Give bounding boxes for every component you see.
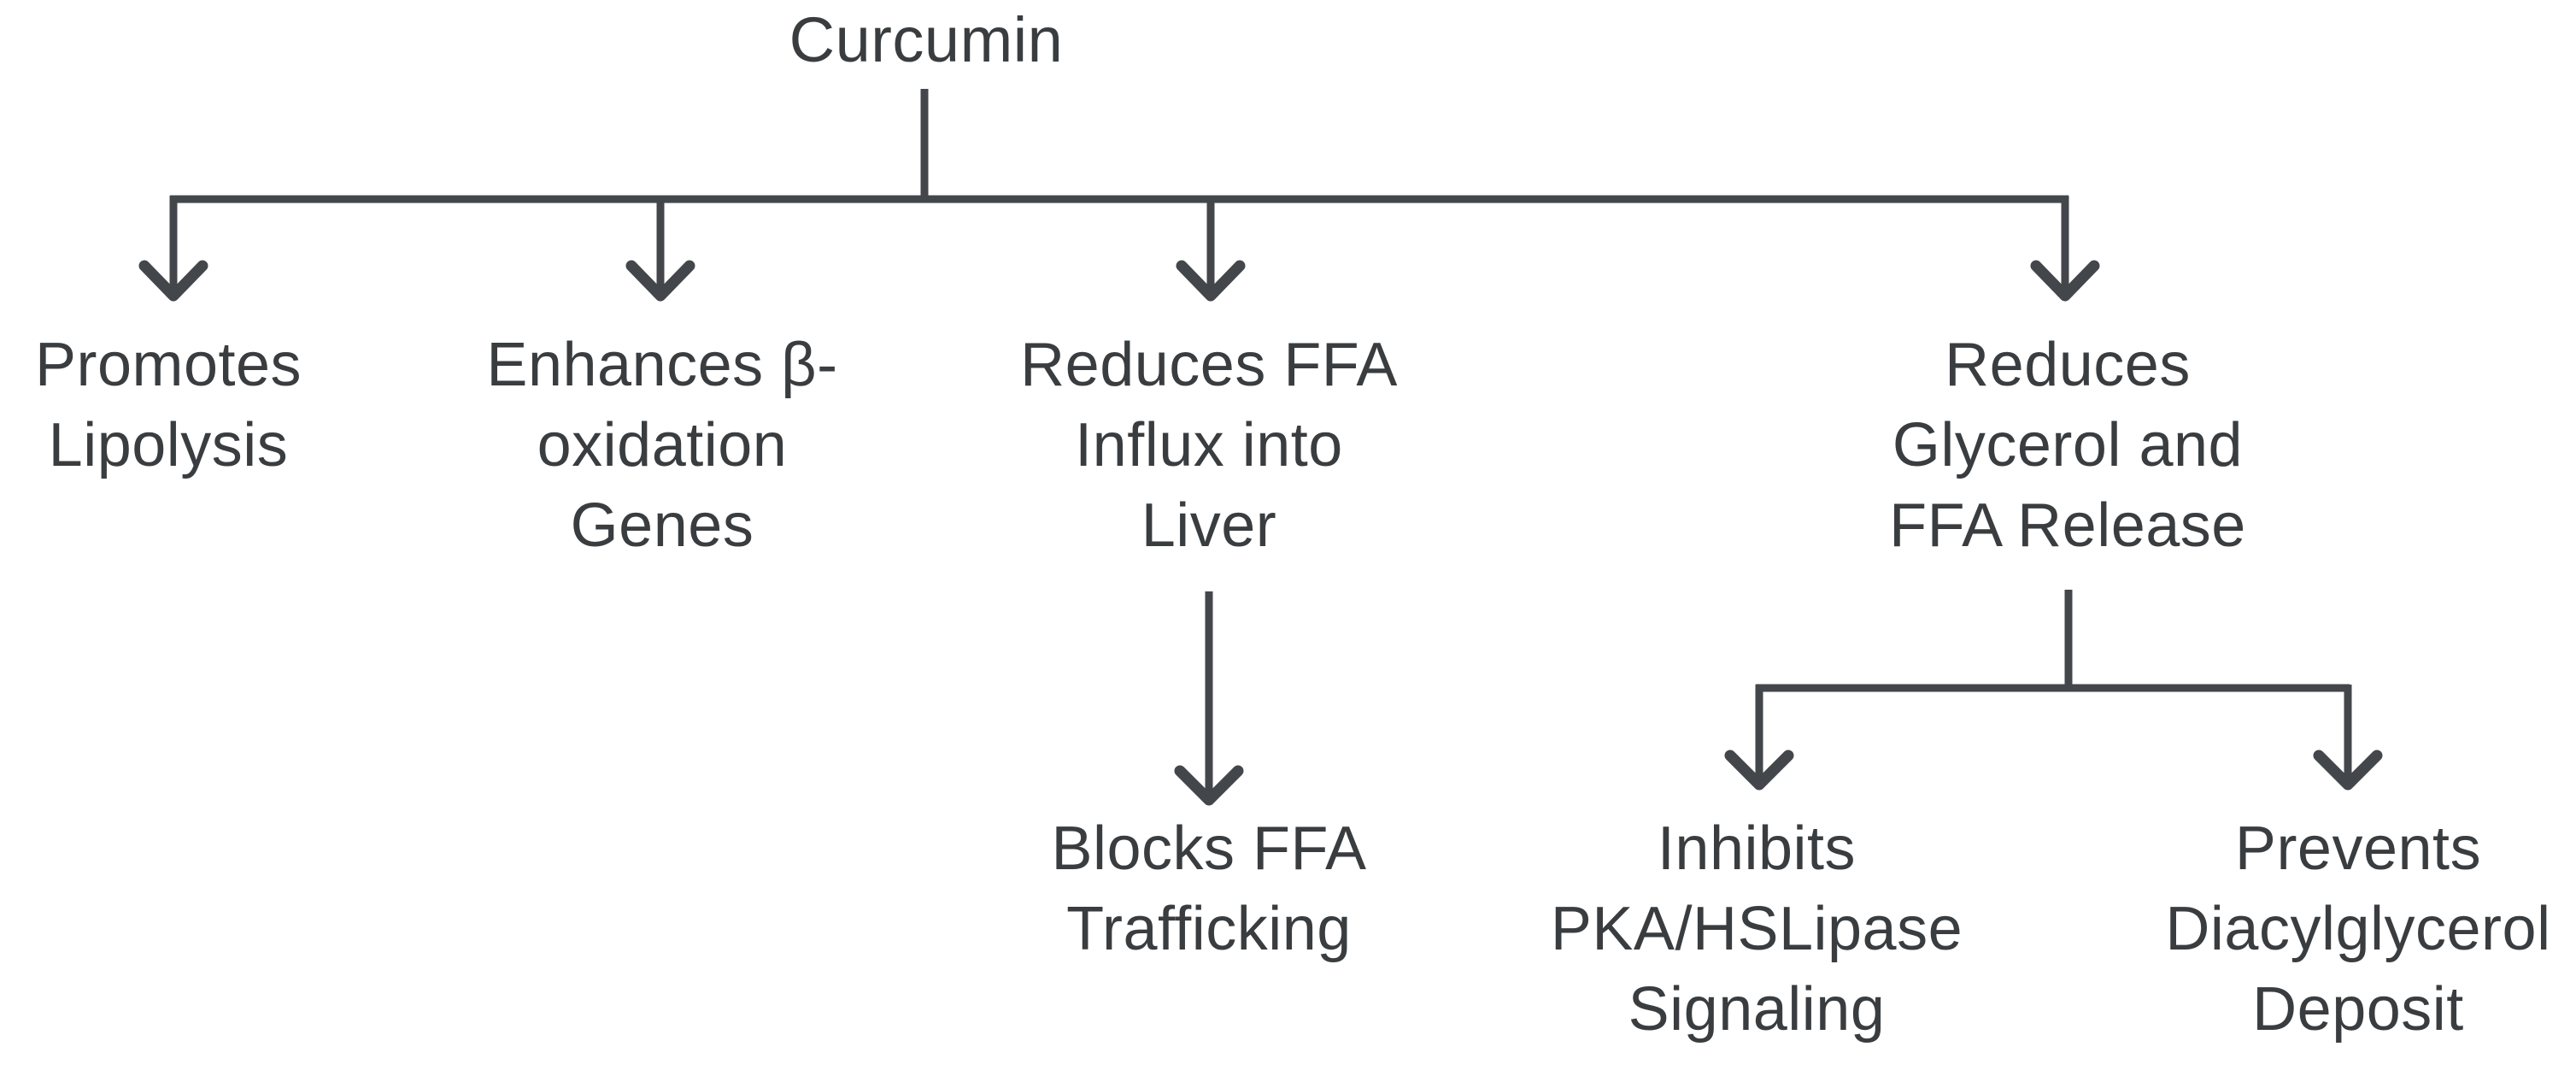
node-blocks-ffa-trafficking: Blocks FFA Trafficking	[1051, 814, 1367, 963]
node-reduces-glycerol-ffa: Reduces Glycerol and FFA Release	[1889, 331, 2246, 560]
arrowhead-promotes-icon	[138, 260, 208, 302]
node-promotes-lipolysis: Promotes Lipolysis	[34, 331, 302, 479]
arrowhead-inhibits-icon	[1724, 750, 1794, 791]
arrowhead-reduces-ffa-icon	[1176, 260, 1246, 302]
arrowhead-reduces-glycerol-icon	[2030, 260, 2100, 302]
arrowhead-blocks-icon	[1174, 765, 1244, 806]
node-reduces-ffa-influx: Reduces FFA Influx into Liver	[1020, 331, 1398, 560]
node-prevents-diacylglycerol: Prevents Diacylglycerol Deposit	[2165, 814, 2551, 1044]
arrowhead-enhances-icon	[625, 260, 695, 302]
node-inhibits-pka-hslipase: Inhibits PKA/HSLipase Signaling	[1550, 814, 1963, 1044]
node-curcumin: Curcumin	[789, 4, 1064, 75]
node-enhances-beta-oxidation: Enhances β- oxidation Genes	[486, 331, 838, 560]
arrowhead-prevents-icon	[2313, 750, 2383, 791]
